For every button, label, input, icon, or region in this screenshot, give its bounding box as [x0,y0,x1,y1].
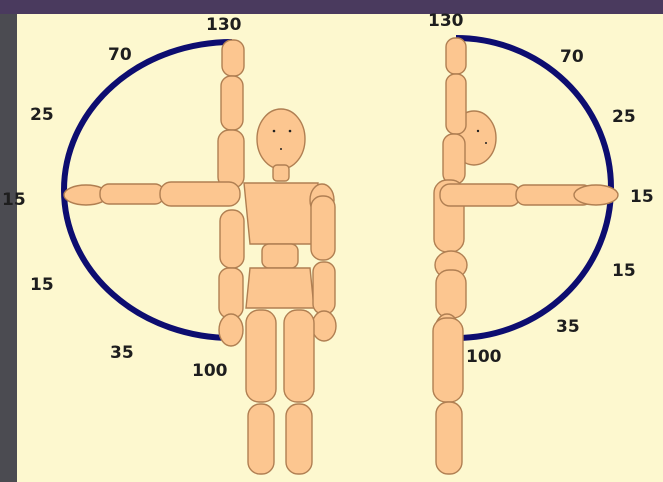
front-view: 130 70 25 15 15 35 100 [2,15,336,474]
side-raised-arm [443,38,466,184]
front-label-70: 70 [108,45,132,65]
side-label-25: 25 [612,107,636,127]
side-label-130: 130 [428,11,464,31]
side-label-70: 70 [560,47,584,67]
front-legs [246,310,314,474]
side-label-15-upper: 15 [630,187,654,207]
side-legs [433,318,463,474]
side-view: 130 70 25 15 15 35 100 [428,11,654,474]
front-horizontal-arm [64,182,240,206]
front-head [257,109,305,169]
side-label-100: 100 [466,347,502,367]
side-label-15-lower: 15 [612,261,636,281]
front-label-35: 35 [110,343,134,363]
front-torso [244,183,318,244]
front-label-15-upper: 15 [2,190,26,210]
front-label-15-lower: 15 [30,275,54,295]
front-label-130: 130 [206,15,242,35]
front-raised-arm [218,40,244,188]
front-label-25: 25 [30,105,54,125]
front-label-100: 100 [192,361,228,381]
side-horizontal-arm [440,184,618,206]
front-lowered-arm [219,210,244,346]
side-label-35: 35 [556,317,580,337]
